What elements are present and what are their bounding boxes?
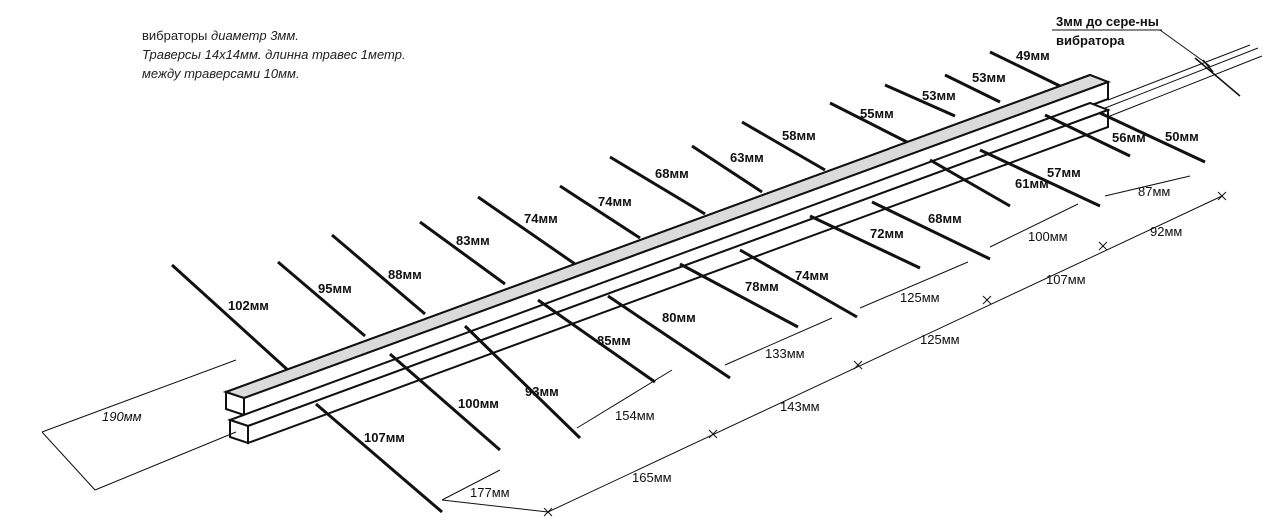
upper-element-label: 58мм [782,128,816,143]
upper-element-rod [477,195,576,266]
spacing-dimension-line [41,359,237,433]
callout-line1: 3мм до сере-ны [1056,14,1159,29]
outer-spacing-label: 165мм [632,470,672,485]
dimension-tick [982,295,992,305]
note-traverses: Траверсы 14х14мм. длинна травес 1метр. [142,47,406,62]
lower-element-rod [537,298,656,384]
spacing-dimension-line [989,203,1079,248]
lower-element-label: 61мм [1015,176,1049,191]
upper-element-rod [829,101,908,144]
lower-element-rod [463,324,582,440]
upper-element-label: 74мм [598,194,632,209]
callout-line2: вибратора [1056,33,1125,48]
upper-element-label: 55мм [860,106,894,121]
outer-spacing-label: 125мм [920,332,960,347]
lower-element-label: 93мм [525,384,559,399]
outer-spacing-label: 92мм [1150,224,1182,239]
note-gap-text: между траверсами 10мм. [142,66,300,81]
upper-element-label: 102мм [228,298,269,313]
spacing-dimension-line [94,431,237,491]
spacing-dimension-line [441,469,501,501]
lower-element-label: 57мм [1047,165,1081,180]
note-vibrators-prefix: вибраторы [142,28,208,43]
dimension-tick [1098,241,1108,251]
upper-element-rod [559,184,641,240]
upper-element-label: 95мм [318,281,352,296]
upper-element-label: 74мм [524,211,558,226]
note-gap: между траверсами 10мм. [142,66,300,81]
extension-line [441,499,549,513]
lower-boom [226,101,1111,445]
lower-element-label: 56мм [1112,130,1146,145]
extension-line [41,431,96,491]
lower-element-label: 100мм [458,396,499,411]
lower-element-label: 78мм [745,279,779,294]
upper-element-rod [331,233,426,316]
lower-element-rod [607,294,731,380]
note-vibrators: вибраторы диаметр 3мм. [142,28,299,43]
lower-element-rod [315,402,443,514]
lower-element-label: 85мм [597,333,631,348]
lower-element-rod [389,352,501,452]
upper-boom [222,73,1111,417]
lower-element-label: 72мм [870,226,904,241]
spacing-label: 190мм [102,409,142,424]
feed-line [1099,44,1263,119]
upper-element-rod [944,73,1001,104]
spacing-dimension-line [576,369,673,429]
upper-element-label: 49мм [1016,48,1050,63]
outer-spacing-label: 107мм [1046,272,1086,287]
note-traverses-text: Траверсы 14х14мм. длинна травес 1метр. [142,47,406,62]
spacing-label: 100мм [1028,229,1068,244]
lower-element-label: 107мм [364,430,405,445]
lower-element-rod [809,214,921,270]
lower-element-label: 68мм [928,211,962,226]
spacing-label: 125мм [900,290,940,305]
upper-element-label: 53мм [972,70,1006,85]
spacing-dimension-line [859,261,969,309]
upper-element-rod [884,83,956,118]
lower-element-rod [1099,111,1206,164]
upper-element-label: 68мм [655,166,689,181]
note-vibrators-rest: диаметр 3мм. [211,28,299,43]
lower-element-rod [929,158,1011,208]
spacing-label: 154мм [615,408,655,423]
upper-element-label: 88мм [388,267,422,282]
upper-element-rod [741,120,826,172]
lower-element-label: 50мм [1165,129,1199,144]
dimension-lines [41,175,1227,517]
upper-element-label: 63мм [730,150,764,165]
lower-element-rod [871,200,991,261]
spacing-dimension-line [724,317,833,366]
outer-spacing-label: 143мм [780,399,820,414]
upper-element-label: 83мм [456,233,490,248]
spacing-dimension-line [1104,175,1191,197]
lower-element-label: 80мм [662,310,696,325]
dimension-tick [853,360,863,370]
upper-elements-group [170,50,1061,374]
lower-element-label: 74мм [795,268,829,283]
lower-element-rod [979,148,1101,208]
upper-element-rod [170,263,292,374]
upper-element-rod [419,220,506,286]
upper-element-rod [609,155,706,216]
upper-element-rod [277,260,366,338]
spacing-label: 177мм [470,485,510,500]
lower-element-rod [679,262,799,329]
upper-element-label: 53мм [922,88,956,103]
dimension-tick [708,429,718,439]
element-labels: 102мм 95мм 88мм 83мм 74мм 74мм 68мм 63мм 58мм 55м… [102,48,1199,500]
spacing-label: 133мм [765,346,805,361]
spacing-label: 87мм [1138,184,1170,199]
upper-element-rod [989,50,1061,88]
lower-element-rod [739,248,858,319]
dimension-tick [1217,191,1227,201]
lower-element-rod [1044,113,1131,158]
callout: 3мм до сере-ны вибратора [1052,14,1241,97]
upper-element-rod [691,144,763,194]
outer-dimension-line [547,195,1223,513]
lower-elements-group [315,111,1206,514]
